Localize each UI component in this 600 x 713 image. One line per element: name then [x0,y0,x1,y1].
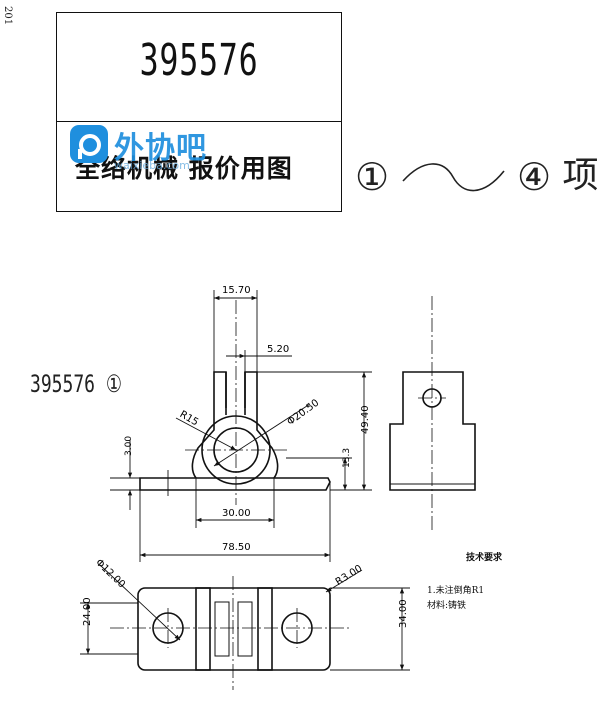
plan-lug-right [257,587,273,671]
dim-radius [175,417,237,451]
range-start: ① [355,155,390,199]
dim-base-thickness [110,440,169,510]
item-range: ① ④ 项 [355,146,599,199]
title-divider [57,121,341,122]
dim-height [257,371,372,491]
tech-requirements-notes: 1.未注倒角R1 材料:铸铁 [427,584,484,614]
brand-logo-icon [70,125,108,163]
watermark: 外协吧 waixieba.com [70,125,245,177]
dim-slot-width [226,350,292,372]
plan-outline [137,587,331,671]
dim-base-height-text: 13.3 [342,448,352,468]
watermark-brand: 外协吧 [114,131,207,166]
dim-plan-hole [99,564,181,641]
tech-requirements-title: 技术要求 [466,553,503,563]
dim-slot-width-text: 5.20 [267,344,289,355]
sheet-number: 201 [2,6,13,26]
range-end: ④ [516,155,552,199]
dim-hole-dia-text: Φ20.50 [285,398,321,428]
plan-slot-left [214,601,230,657]
view-label: 395576 ① [30,370,123,398]
dim-hole-spacing [80,602,138,655]
dim-base-height [286,457,352,490]
title-block: 395576 全络机械 报价用图 [56,12,342,212]
dim-height-text: 49.40 [360,405,371,434]
tech-note-item: 1.未注倒角R1 [427,586,485,596]
dim-total-width-text: 78.50 [222,542,251,553]
dim-inner-width [195,478,275,528]
base-plate [139,477,331,491]
tech-note-item: 材料:铸铁 [427,601,467,611]
plan-centerlines [110,576,350,690]
part-number: 395576 [139,35,259,86]
plan-view [137,587,331,671]
front-centerlines [185,300,290,505]
dim-inner-width-text: 30.00 [222,508,251,519]
dim-hole-dia [213,403,311,467]
lug-body [191,371,279,479]
side-view-outline [389,371,476,491]
side-centerlines [418,296,446,530]
dim-top-width-text: 15.70 [222,285,251,296]
dim-top-width [213,290,258,372]
dim-corner-radius-text: R3.00 [334,563,365,588]
dim-total-width [139,482,331,562]
front-view [139,371,331,491]
dim-radius-text: R15 [178,409,201,428]
quote-label: 全络机械 报价用图 [75,154,293,183]
side-view [389,371,476,491]
dim-base-thickness-text: 3.00 [124,436,134,456]
range-suffix: 项 [562,155,599,196]
dim-plan-width [330,587,410,671]
watermark-url: waixieba.com [114,159,190,172]
dim-hole-spacing-text: 24.00 [82,597,93,626]
dim-plan-hole-text: Φ12.00 [93,557,127,590]
plan-slot-right [237,601,253,657]
dim-plan-width-text: 34.00 [398,599,409,628]
tilde-icon [401,163,505,192]
plan-lug-left [195,587,211,671]
